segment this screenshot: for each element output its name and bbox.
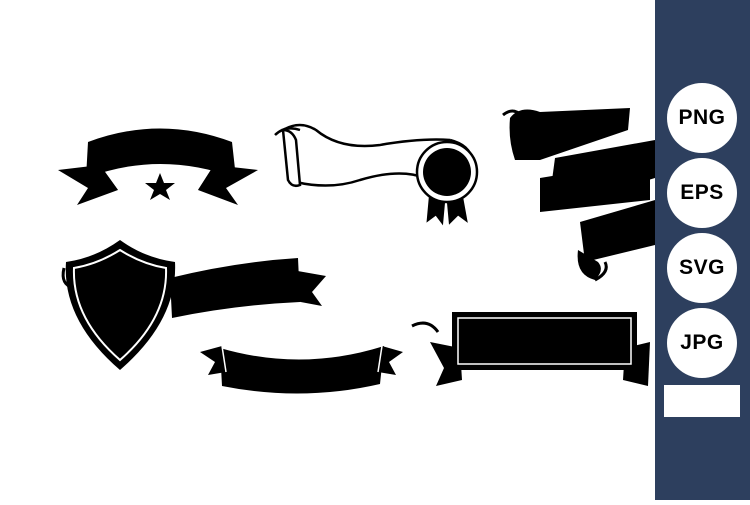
format-sidebar: PNG EPS SVG JPG — [655, 0, 750, 500]
twisted-ribbon-icon — [502, 108, 655, 282]
flat-plaque-ribbon-icon — [411, 312, 650, 386]
format-badge-png: PNG — [667, 83, 737, 153]
format-badge-svg: SVG — [667, 233, 737, 303]
format-badge-eps: EPS — [667, 158, 737, 228]
shield-with-ribbon-icon — [61, 240, 326, 370]
ribbon-artwork-area — [58, 108, 655, 394]
format-badge-jpg: JPG — [667, 308, 737, 378]
curved-ribbon-banner-icon — [200, 345, 403, 394]
blank-label-box — [664, 385, 740, 417]
banner-with-star-icon — [58, 128, 258, 205]
scroll-with-award-seal-icon — [274, 123, 479, 226]
